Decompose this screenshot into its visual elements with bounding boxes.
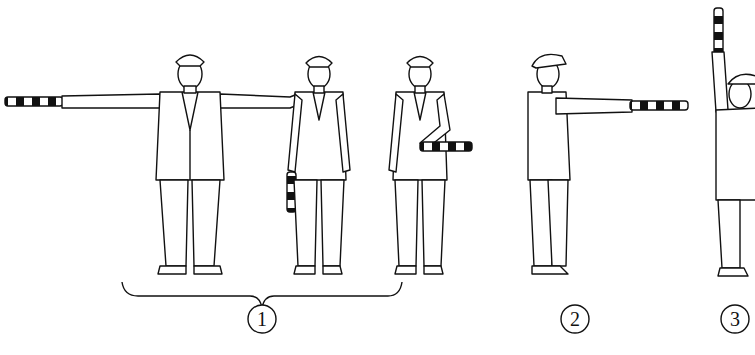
neck — [542, 86, 552, 93]
jacket-line — [189, 130, 190, 180]
shoe — [718, 268, 748, 276]
group-brace — [122, 282, 402, 308]
cap — [407, 57, 433, 68]
collar — [182, 92, 198, 130]
callout-number: 2 — [560, 304, 590, 334]
baton — [714, 8, 723, 54]
shoe — [424, 266, 443, 274]
shoe — [294, 266, 315, 274]
torso — [716, 108, 755, 200]
leg — [160, 180, 188, 266]
cap — [728, 74, 755, 84]
left-arm — [62, 94, 160, 108]
right-arm — [220, 93, 300, 108]
baton — [630, 101, 688, 110]
leg — [294, 180, 317, 266]
leg — [422, 180, 445, 266]
shoe — [158, 266, 186, 274]
neck — [184, 86, 196, 93]
right-arm — [336, 94, 350, 172]
officer-arms-down — [287, 57, 350, 275]
neck — [415, 86, 425, 93]
collar — [313, 92, 325, 120]
leg — [321, 180, 344, 266]
leg — [548, 180, 568, 266]
callout-number: 1 — [247, 304, 277, 334]
cap — [532, 54, 566, 68]
neck — [314, 86, 324, 93]
shoe — [395, 266, 416, 274]
leg — [718, 200, 740, 268]
shoe — [532, 266, 568, 274]
officer-arms-out — [5, 55, 300, 274]
leg — [192, 180, 220, 266]
circle-outline — [721, 305, 749, 333]
baton — [5, 97, 63, 106]
cap — [176, 55, 204, 66]
officer-arm-raised — [712, 8, 755, 276]
left-arm — [288, 94, 302, 172]
officer-side-pointing — [528, 54, 688, 274]
callout-number: 3 — [720, 304, 750, 334]
torso — [156, 92, 224, 180]
left-arm — [389, 94, 403, 172]
callout-circle: 3 — [720, 304, 750, 334]
collar — [414, 92, 426, 120]
shoe — [194, 266, 222, 274]
baton — [420, 142, 472, 151]
cap — [306, 57, 332, 68]
shoe — [323, 266, 342, 274]
officer-baton-forward — [389, 57, 472, 275]
raised-arm — [712, 52, 728, 112]
callout-circle: 2 — [560, 304, 590, 334]
circle-outline — [248, 305, 276, 333]
callout-circle: 1 — [247, 304, 277, 334]
leg — [395, 180, 418, 266]
circle-outline — [561, 305, 589, 333]
arm — [556, 98, 632, 114]
